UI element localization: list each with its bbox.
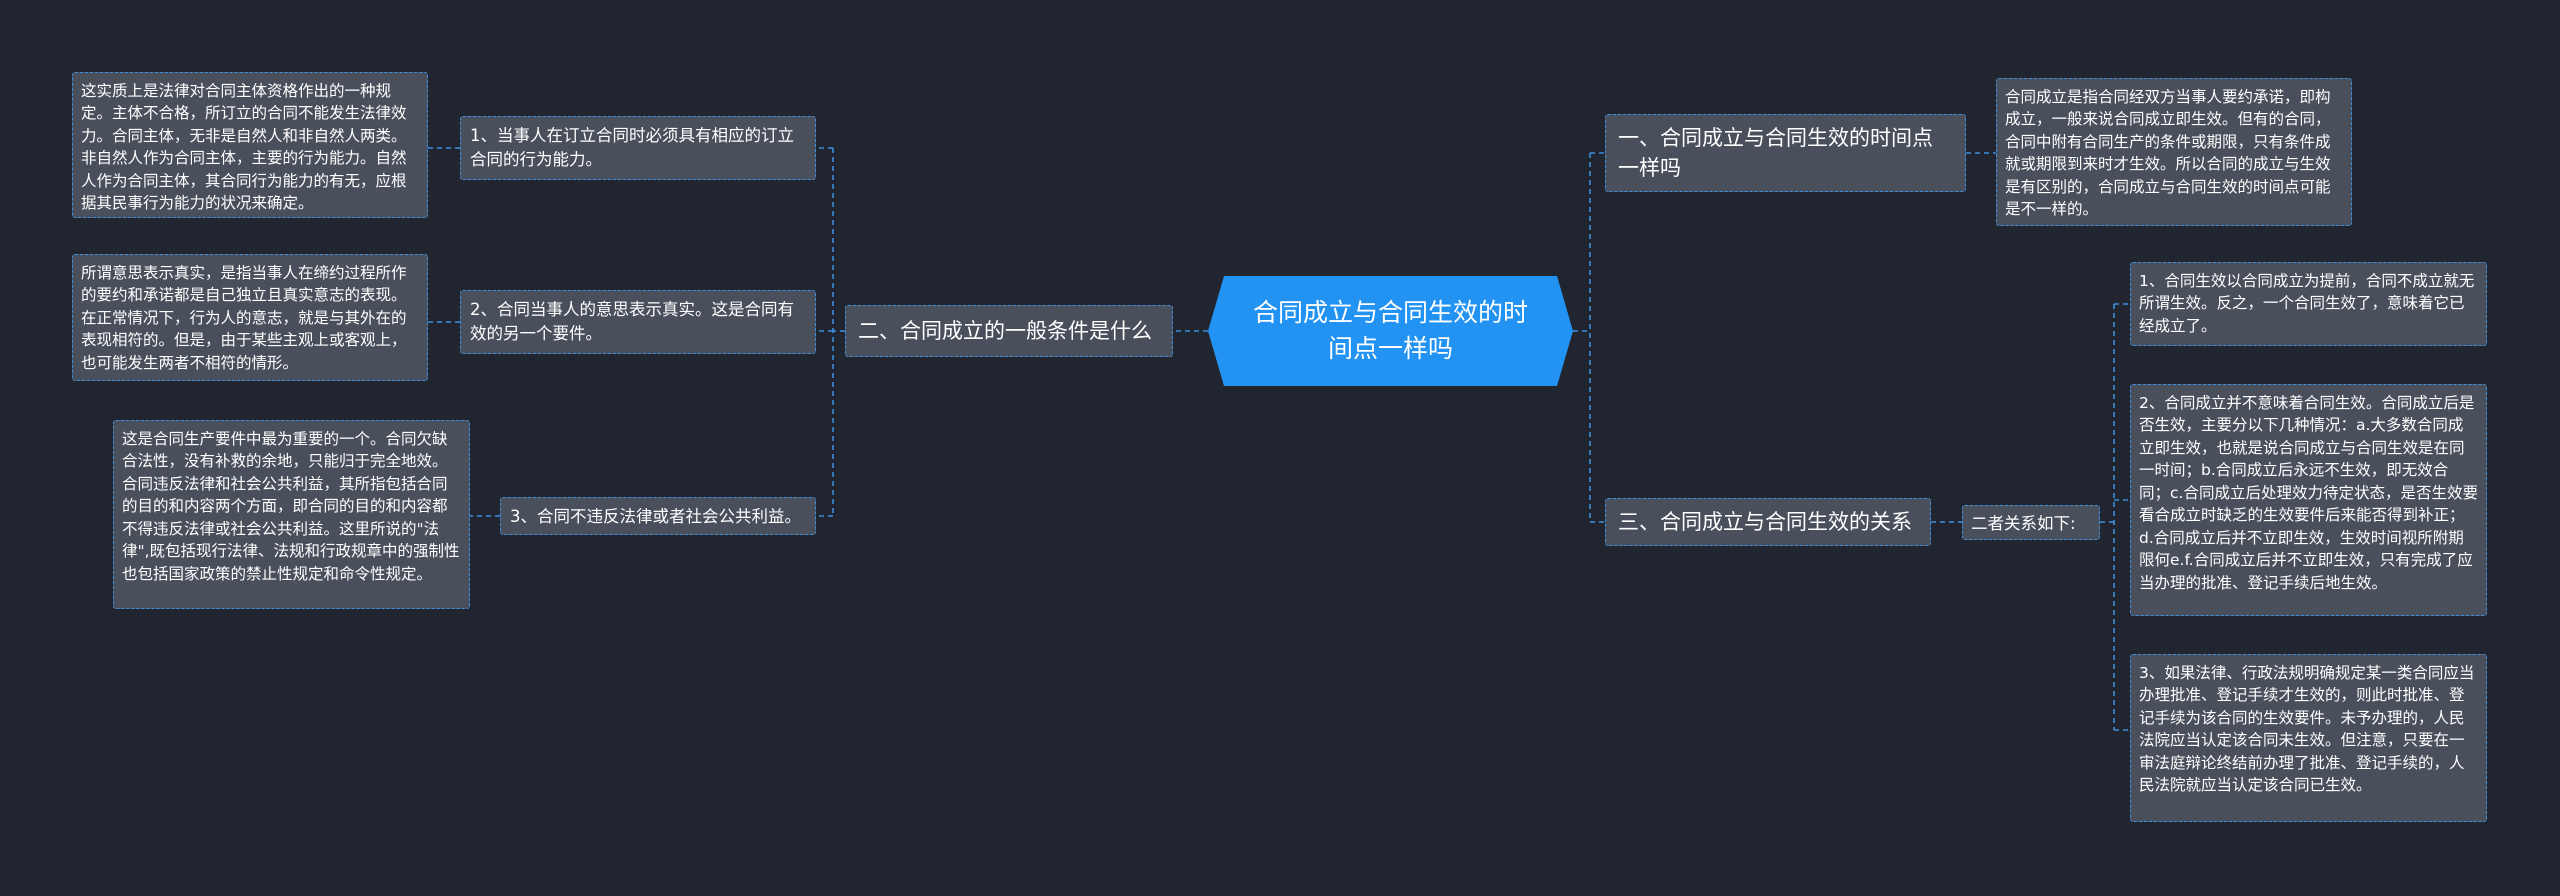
condition-detail-1[interactable]: 这实质上是法律对合同主体资格作出的一种规定。主体不合格，所订立的合同不能发生法律… — [72, 72, 428, 218]
condition-item-1[interactable]: 1、当事人在订立合同时必须具有相应的订立合同的行为能力。 — [460, 116, 816, 180]
relationship-intro[interactable]: 二者关系如下: — [1962, 505, 2100, 540]
relationship-item-3[interactable]: 3、如果法律、行政法规明确规定某一类合同应当办理批准、登记手续才生效的，则此时批… — [2130, 654, 2487, 822]
connector — [2100, 303, 2130, 731]
relationship-item-1[interactable]: 1、合同生效以合同成立为提前，合同不成立就无所谓生效。反之，一个合同生效了，意味… — [2130, 262, 2487, 346]
connector — [1573, 152, 1605, 523]
connector — [816, 147, 845, 517]
condition-item-3[interactable]: 3、合同不违反法律或者社会公共利益。 — [500, 497, 816, 535]
branch-relationship[interactable]: 三、合同成立与合同生效的关系 — [1605, 498, 1931, 546]
condition-detail-2[interactable]: 所谓意思表示真实，是指当事人在缔约过程所作的要约和承诺都是自己独立且真实意志的表… — [72, 254, 428, 381]
branch-general-conditions[interactable]: 二、合同成立的一般条件是什么 — [845, 305, 1173, 357]
relationship-item-2[interactable]: 2、合同成立并不意味着合同生效。合同成立后是否生效，主要分以下几种情况：a.大多… — [2130, 384, 2487, 616]
root-topic[interactable]: 合同成立与合同生效的时间点一样吗 — [1208, 276, 1573, 386]
time-point-detail[interactable]: 合同成立是指合同经双方当事人要约承诺，即构成立，一般来说合同成立即生效。但有的合… — [1996, 78, 2352, 226]
condition-detail-3[interactable]: 这是合同生产要件中最为重要的一个。合同欠缺合法性，没有补救的余地，只能归于完全地… — [113, 420, 470, 609]
branch-time-point[interactable]: 一、合同成立与合同生效的时间点一样吗 — [1605, 114, 1966, 192]
condition-item-2[interactable]: 2、合同当事人的意思表示真实。这是合同有效的另一个要件。 — [460, 290, 816, 354]
